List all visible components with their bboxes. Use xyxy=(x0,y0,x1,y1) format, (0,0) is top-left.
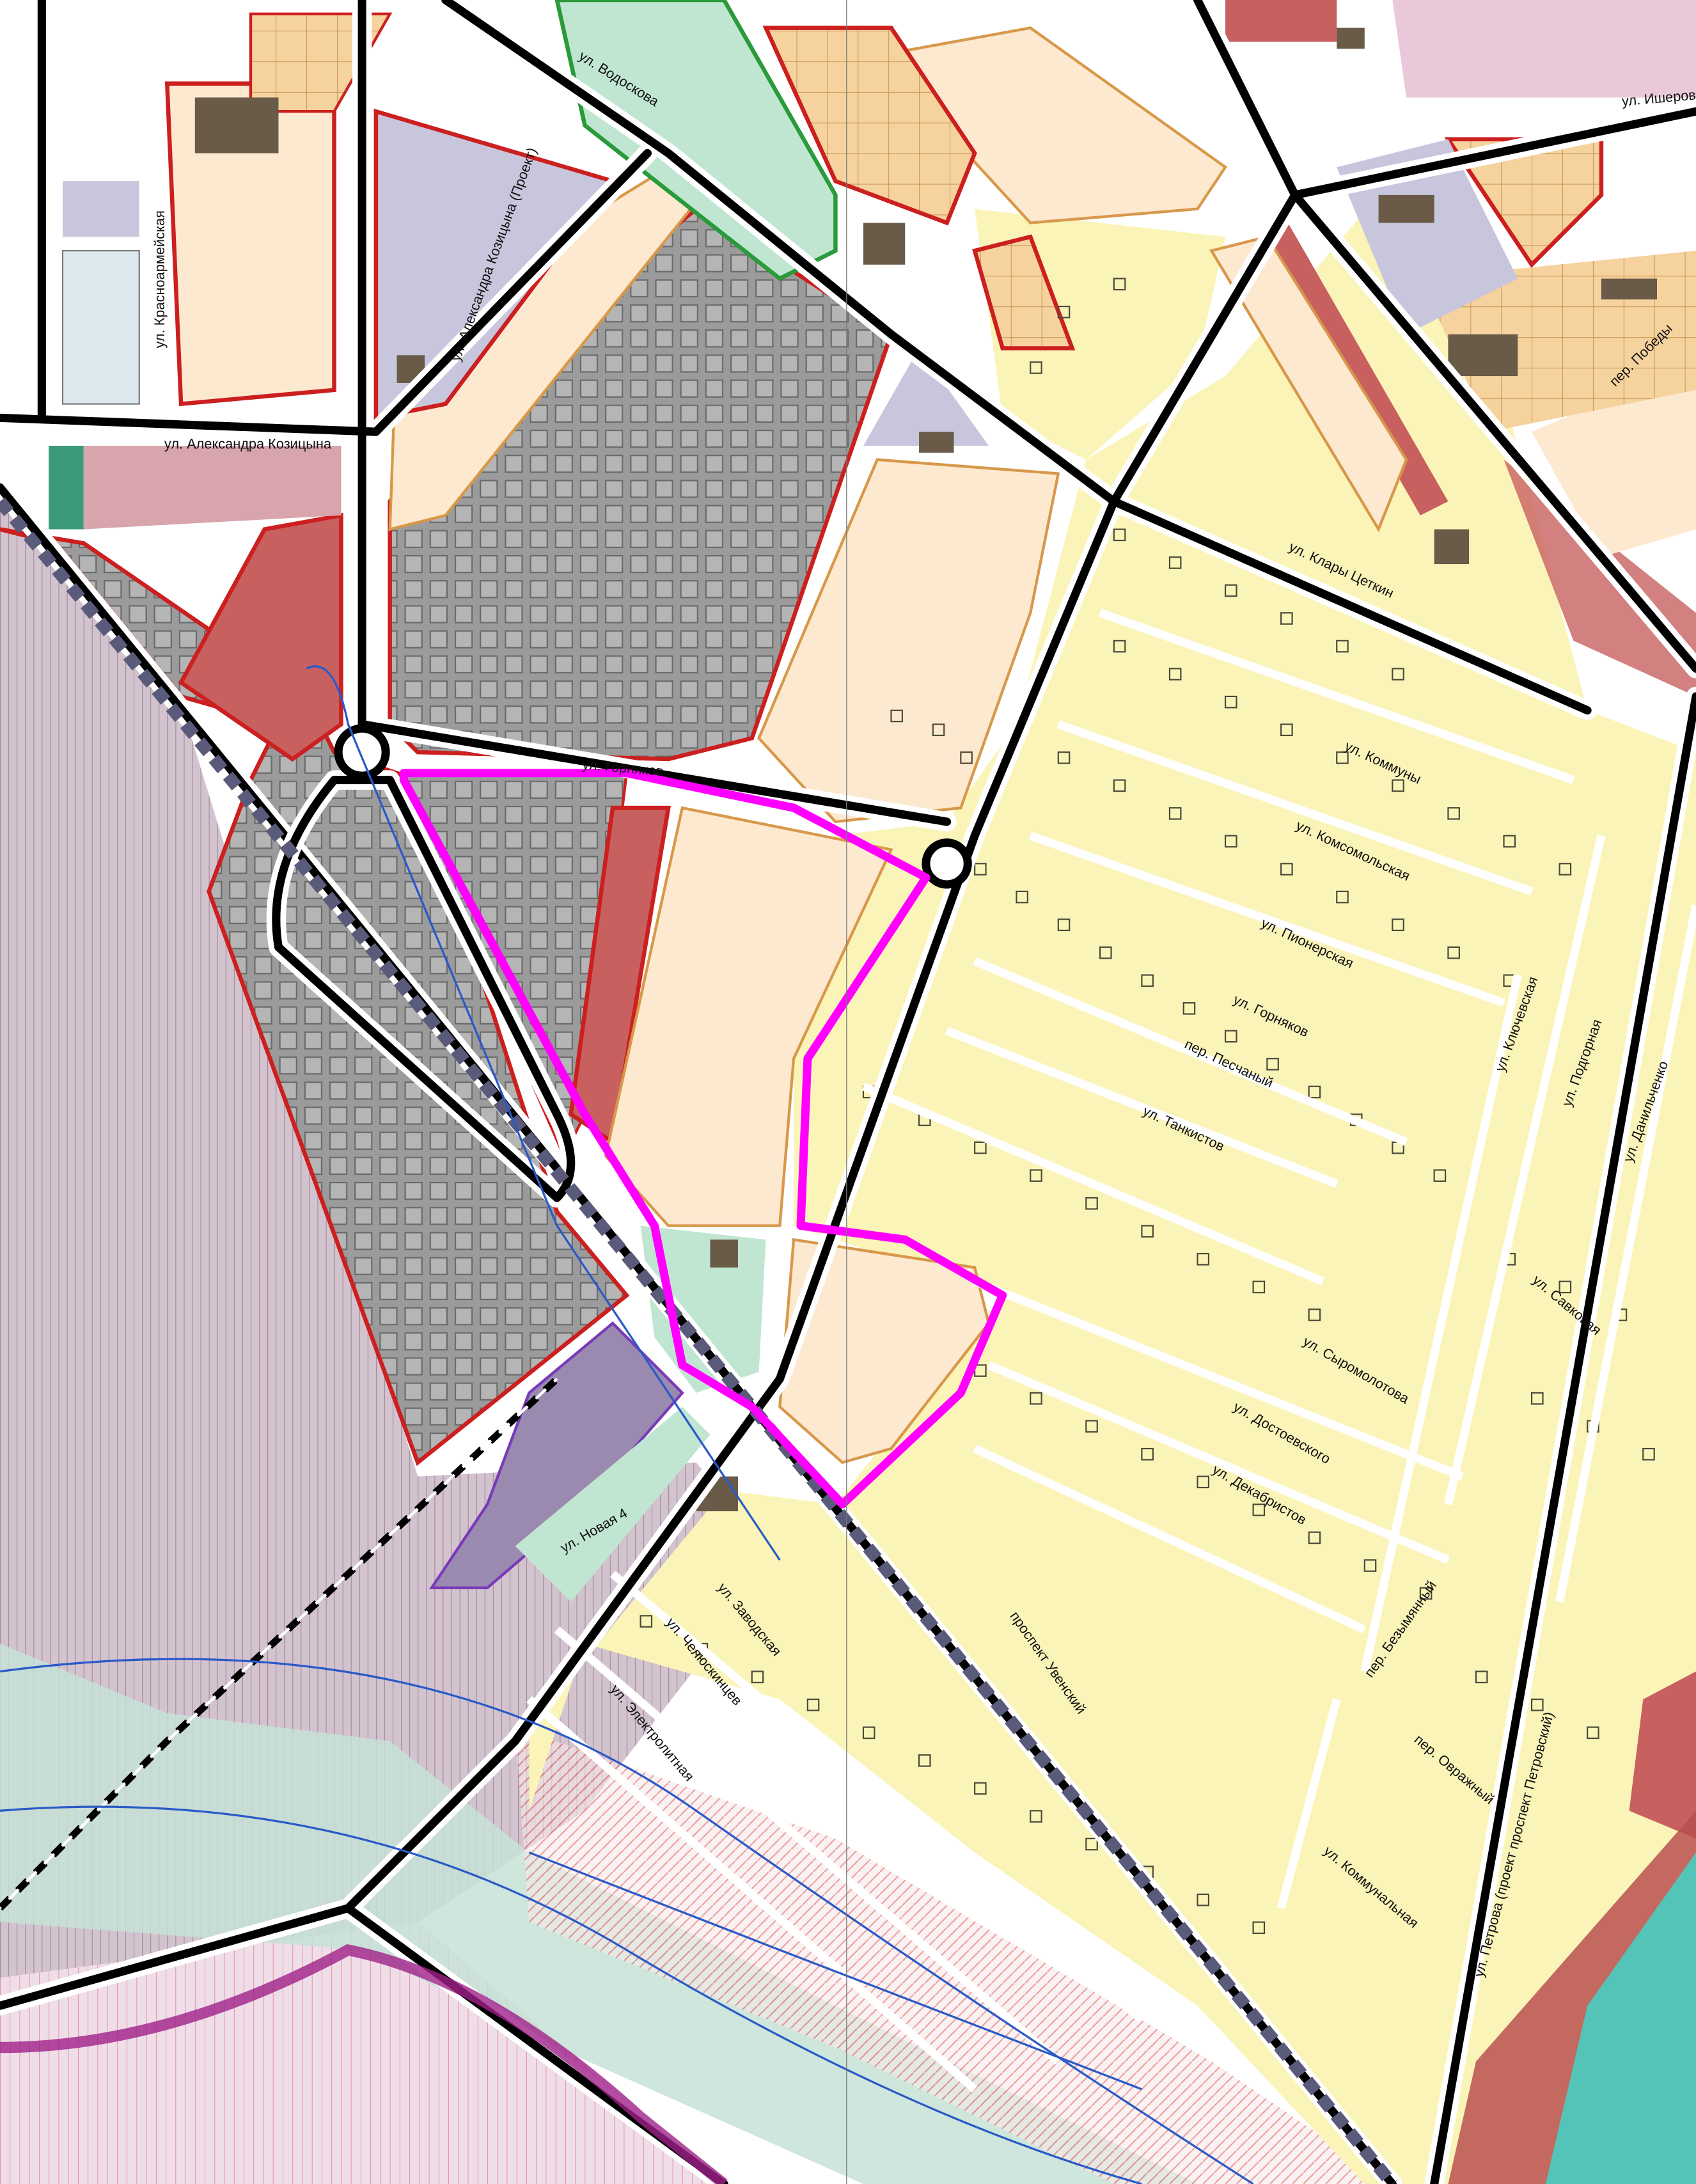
pipeline xyxy=(0,1944,728,2184)
public-zone-top-right-2 xyxy=(1225,0,1337,42)
railway-zone xyxy=(0,501,780,1978)
label-krasnoarmeyskaya: ул. Красноармейская xyxy=(152,210,168,348)
utility-lines xyxy=(0,665,1254,2184)
commercial-zone-1 xyxy=(178,512,343,762)
midrise-zone-2 xyxy=(757,458,1060,824)
project-boundary[interactable] xyxy=(399,769,1007,1509)
greenery-zone-left xyxy=(49,445,84,530)
roundabout-east xyxy=(922,838,972,889)
greenery-zone-novaya xyxy=(515,1406,711,1602)
public-zone-4 xyxy=(863,348,989,446)
railway-track xyxy=(0,497,1397,2184)
midrise-zone-6 xyxy=(1209,235,1408,533)
public-zone-purple xyxy=(428,1321,684,1590)
railway-zone-bottom xyxy=(0,1922,725,2184)
school-block xyxy=(61,249,140,405)
greenery-right-bottom xyxy=(1545,1852,1696,2184)
commercial-zone-3 xyxy=(83,445,342,530)
midrise-zone-1 xyxy=(388,165,698,531)
railway-track-branch-white xyxy=(0,1378,558,1910)
hatched-zone-bottom xyxy=(515,1727,1393,2184)
railway-track-branch xyxy=(0,1376,560,1911)
midrise-zone-5 xyxy=(874,26,1228,224)
orange-grid-zone-1 xyxy=(762,26,977,226)
commercial-right xyxy=(1504,459,1696,696)
public-zone-1 xyxy=(373,108,616,421)
midrise-zone-3 xyxy=(604,806,893,1227)
public-zone-3 xyxy=(62,181,139,237)
label-kozitsyna: ул. Александра Козицына xyxy=(164,436,332,452)
public-zone-top-right xyxy=(1392,0,1696,98)
midrise-zone-8 xyxy=(1532,362,1696,558)
roundabout-west xyxy=(334,724,390,780)
orange-grid-zone-2 xyxy=(972,234,1076,350)
commercial-strip xyxy=(1260,223,1449,515)
greenery-zone-top xyxy=(554,0,838,281)
midrise-zone-4 xyxy=(778,1237,991,1465)
minor-streets xyxy=(526,609,1696,2093)
commercial-right-bottom xyxy=(1629,1671,1696,1839)
